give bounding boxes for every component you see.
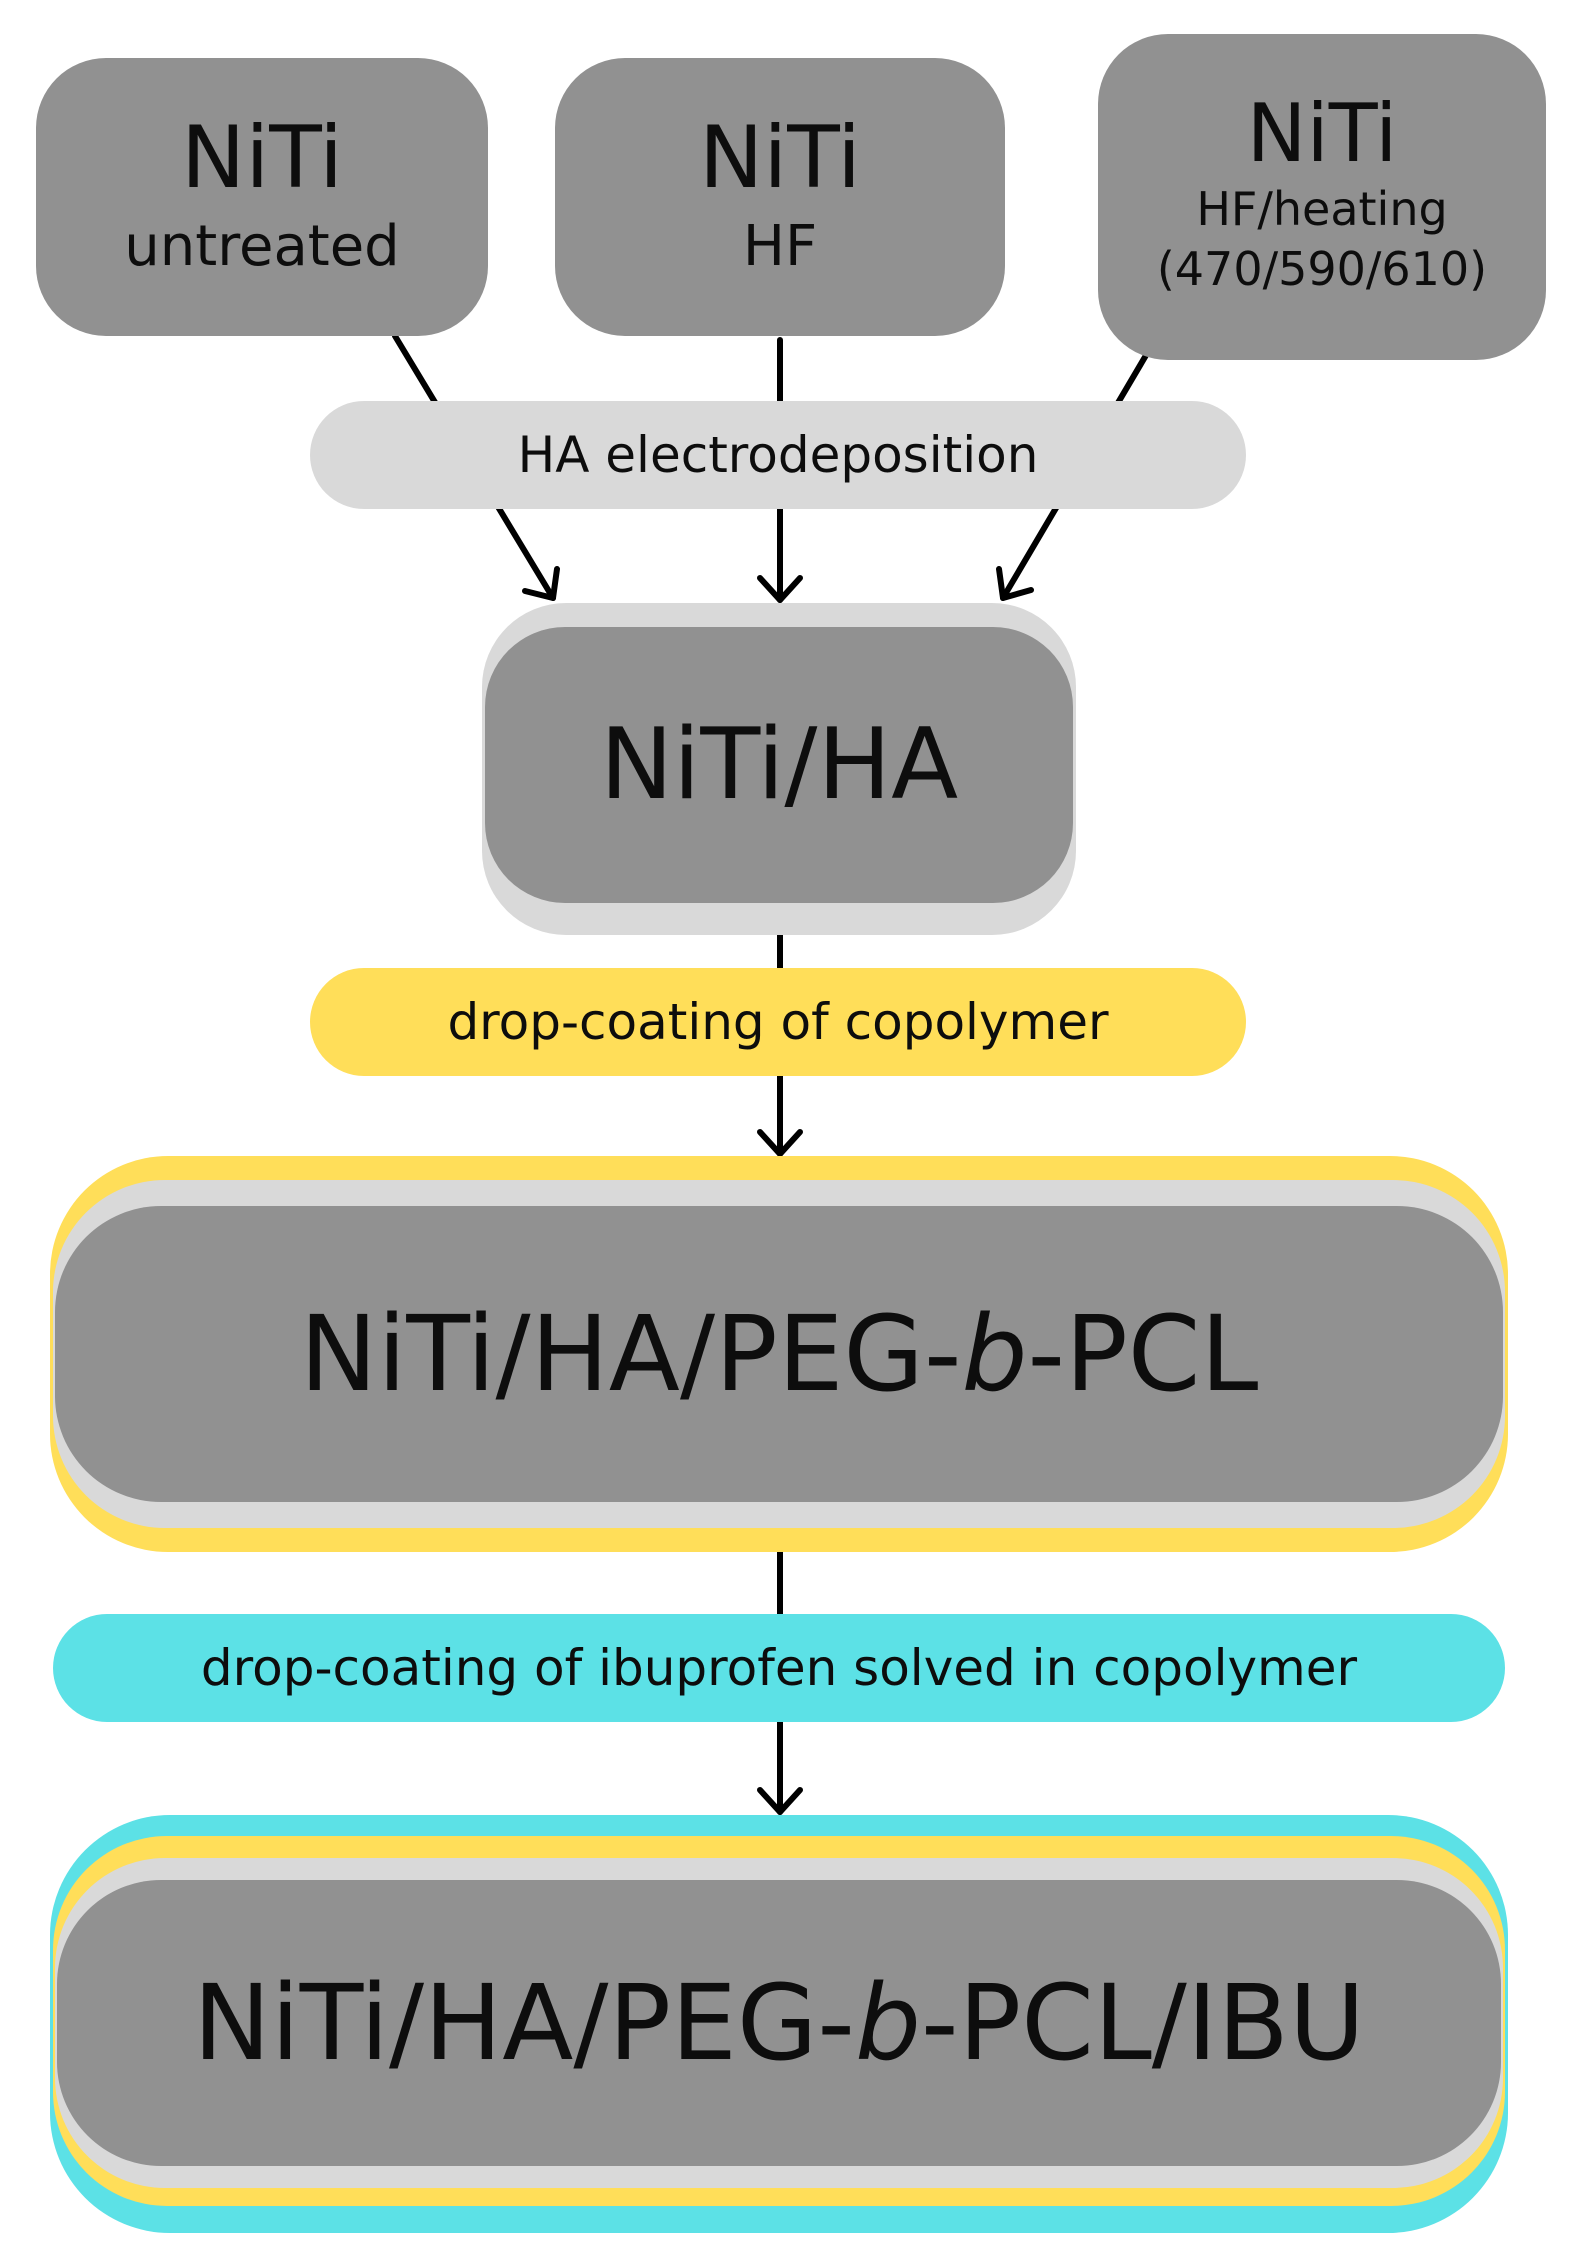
- source-niti-untreated: NiTi untreated: [36, 58, 488, 336]
- node-label-italic: b: [854, 1962, 921, 2084]
- node-label-suffix: -PCL/IBU: [920, 1962, 1365, 2084]
- node-niti-ha-peg-b-pcl-ibu: NiTi/HA/PEG-b-PCL/IBU: [57, 1880, 1501, 2166]
- node-niti-ha-peg-b-pcl: NiTi/HA/PEG-b-PCL: [55, 1206, 1503, 1502]
- node-label: NiTi/HA: [599, 708, 959, 822]
- node-label-prefix: NiTi/HA/PEG-: [193, 1962, 855, 2084]
- arrowhead-untreated: [522, 566, 560, 601]
- source-subtitle-line1: HF/heating: [1196, 182, 1448, 237]
- source-title: NiTi: [1246, 87, 1398, 181]
- arrowhead-ibu: [757, 1787, 803, 1815]
- node-label-prefix: NiTi/HA/PEG-: [299, 1293, 962, 1415]
- arrowhead-copolymer: [757, 1129, 803, 1157]
- arrowhead-heating: [996, 566, 1034, 601]
- step-ha-electrodeposition: HA electrodeposition: [310, 401, 1246, 509]
- step-drop-coating-copolymer: drop-coating of copolymer: [310, 968, 1246, 1076]
- step-label: HA electrodeposition: [517, 426, 1039, 484]
- node-label-suffix: -PCL: [1027, 1293, 1259, 1415]
- step-label: drop-coating of ibuprofen solved in copo…: [200, 1639, 1358, 1697]
- step-label: drop-coating of copolymer: [447, 993, 1109, 1051]
- source-subtitle-line2: (470/590/610): [1156, 242, 1488, 296]
- source-niti-hf-heating: NiTi HF/heating (470/590/610): [1098, 34, 1546, 360]
- source-niti-hf: NiTi HF: [555, 58, 1005, 336]
- source-title: NiTi: [180, 107, 343, 208]
- node-label-italic: b: [961, 1293, 1028, 1415]
- source-subtitle: untreated: [124, 213, 400, 279]
- source-title: NiTi: [698, 107, 861, 208]
- step-drop-coating-ibuprofen: drop-coating of ibuprofen solved in copo…: [53, 1614, 1505, 1722]
- arrowhead-hf: [757, 575, 803, 603]
- source-subtitle: HF: [742, 213, 818, 279]
- node-niti-ha: NiTi/HA: [485, 627, 1073, 903]
